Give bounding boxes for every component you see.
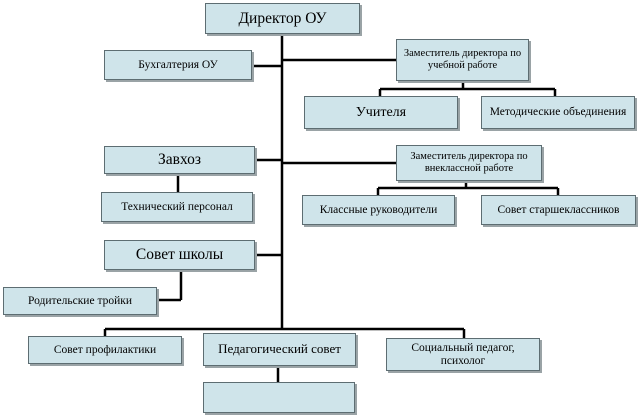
director-label: Директор ОУ [238,9,327,27]
social-pedagogue-label: Социальный педагог, психолог [411,341,515,367]
school-council-label: Совет школы [135,246,224,264]
unlabeled-box [203,382,355,413]
prevention-council-box: Совет профилактики [28,336,182,364]
deputy-extracurricular-label: Заместитель директора по внеклассной раб… [410,151,528,174]
deputy-extracurricular-box: Заместитель директора по внеклассной раб… [396,145,542,181]
tech-staff-box: Технический персонал [101,192,253,222]
teachers-label: Учителя [355,104,407,120]
pedagogical-council-box: Педагогический совет [203,333,356,366]
accounting-box: Бухгалтерия ОУ [104,50,252,80]
class-teachers-box: Классные руководители [302,195,455,225]
deputy-academic-box: Заместитель директора по учебной работе [396,39,529,81]
director-box: Директор ОУ [205,3,360,34]
school-council-box: Совет школы [104,240,255,270]
methodical-units-box: Методические объединения [481,96,635,129]
parent-triads-box: Родительские тройки [3,287,157,315]
senior-council-box: Совет старшеклассников [481,195,636,225]
teachers-box: Учителя [304,96,458,129]
supply-manager-box: Завхоз [104,146,255,174]
deputy-academic-label: Заместитель директора по учебной работе [403,48,522,71]
pedagogical-council-label: Педагогический совет [218,341,341,357]
supply-manager-label: Завхоз [158,151,201,169]
tech-staff-label: Технический персонал [121,200,233,213]
prevention-council-label: Совет профилактики [53,343,157,356]
methodical-units-label: Методические объединения [489,106,627,119]
parent-triads-label: Родительские тройки [27,294,133,307]
senior-council-label: Совет старшеклассников [497,203,620,216]
social-pedagogue-box: Социальный педагог, психолог [386,338,540,371]
class-teachers-label: Классные руководители [319,203,438,216]
accounting-label: Бухгалтерия ОУ [138,58,218,71]
